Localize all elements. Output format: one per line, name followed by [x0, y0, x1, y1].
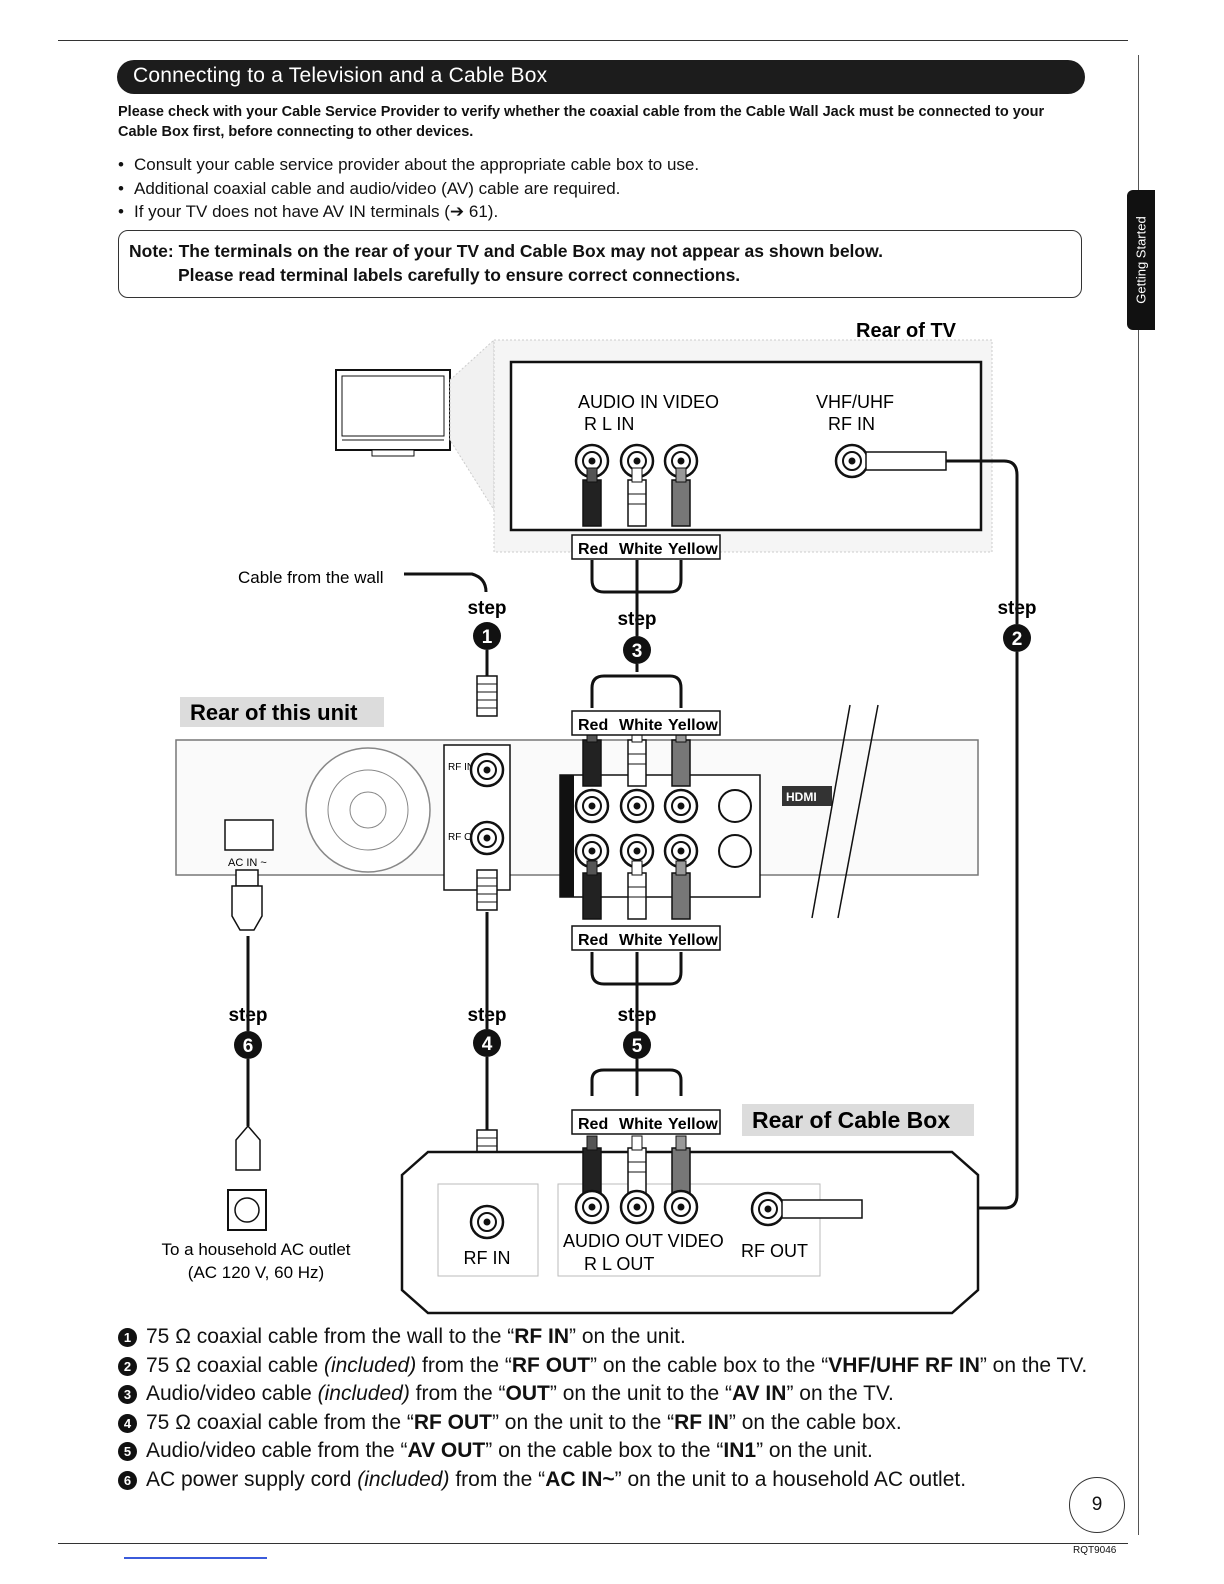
color-key-unit-in: [571, 925, 721, 951]
bullet-item: Consult your cable service provider abou…: [118, 153, 699, 177]
bullet-item: Additional coaxial cable and audio/video…: [118, 177, 699, 201]
cb-rf-out-jack: [750, 1191, 786, 1227]
ac-in-socket: [224, 819, 274, 851]
svg-text:Yellow: Yellow: [668, 932, 718, 949]
svg-text:RF OUT: RF OUT: [741, 1241, 808, 1261]
requirements-list: Consult your cable service provider abou…: [118, 153, 699, 224]
svg-text:HDMI: HDMI: [786, 790, 817, 804]
svg-text:1: 1: [482, 627, 493, 648]
ac-plug-icon: [235, 1124, 261, 1171]
svg-text:Red: Red: [578, 541, 608, 558]
cb-audio-l-jack: [619, 1189, 655, 1225]
cable-box-rear-panel: [400, 1150, 980, 1315]
rear-cable-box-label: Rear of Cable Box: [752, 1107, 950, 1133]
note-line-2: Please read terminal labels carefully to…: [178, 265, 741, 285]
margin-line: [1138, 55, 1139, 1535]
section-title: Connecting to a Television and a Cable B…: [133, 64, 548, 87]
svg-text:step: step: [467, 598, 506, 619]
svg-text:4: 4: [482, 1034, 493, 1055]
top-rule: [58, 40, 1128, 41]
svg-text:Yellow: Yellow: [668, 1116, 718, 1133]
hdmi-port: [782, 786, 832, 806]
unit-out-l-jack: [619, 788, 655, 824]
svg-text:White: White: [619, 541, 663, 558]
tv-rf-in-jack: [834, 443, 870, 479]
svg-text:3: 3: [632, 641, 643, 662]
page-number: 9: [1069, 1477, 1125, 1533]
connection-diagram: Rear of TV AUDIO IN VIDEO R L IN VHF/UHF…: [161, 320, 1037, 1315]
intro-text: Please check with your Cable Service Pro…: [118, 104, 1045, 140]
s-video-jack: [718, 789, 752, 823]
svg-text:White: White: [619, 932, 663, 949]
ac-outlet-line2: (AC 120 V, 60 Hz): [188, 1263, 324, 1282]
unit-rf-out-jack: [469, 820, 505, 856]
svg-text:5: 5: [632, 1036, 643, 1057]
svg-text:White: White: [619, 717, 663, 734]
svg-text:6: 6: [243, 1036, 254, 1057]
svg-text:Red: Red: [578, 717, 608, 734]
bullet-item: If your TV does not have AV IN terminals…: [118, 200, 699, 224]
cb-audio-r-jack: [574, 1189, 610, 1225]
svg-text:Yellow: Yellow: [668, 541, 718, 558]
svg-text:2: 2: [1012, 629, 1023, 650]
note-line-1: Note: The terminals on the rear of your …: [129, 241, 883, 261]
tv-audio-video-label: AUDIO IN VIDEO: [578, 392, 719, 412]
tv-vhf-uhf-label: VHF/UHF: [816, 392, 894, 412]
svg-text:Red: Red: [578, 932, 608, 949]
svg-text:RF OUT: RF OUT: [448, 832, 485, 843]
side-tab-getting-started[interactable]: Getting Started: [1127, 190, 1155, 330]
svg-text:RF IN: RF IN: [464, 1248, 511, 1268]
cable-from-wall-label: Cable from the wall: [238, 568, 384, 587]
section-header: Connecting to a Television and a Cable B…: [117, 60, 1085, 94]
note-box: Note: The terminals on the rear of your …: [118, 230, 1082, 298]
rear-tv-label: Rear of TV: [856, 320, 957, 342]
unit-out-video-jack: [663, 788, 699, 824]
unit-out-r-jack: [574, 788, 610, 824]
rear-unit-label: Rear of this unit: [190, 700, 358, 725]
svg-text:RF IN: RF IN: [448, 762, 474, 773]
svg-text:White: White: [619, 1116, 663, 1133]
cb-rf-in-jack: [469, 1204, 505, 1240]
ac-outlet-line1: To a household AC outlet: [161, 1240, 350, 1259]
tv-icon: [335, 369, 451, 457]
svg-text:R L OUT: R L OUT: [584, 1254, 654, 1274]
cb-video-out-jack: [663, 1189, 699, 1225]
bottom-rule: [58, 1543, 1128, 1544]
color-key-cable-box: [571, 1109, 721, 1135]
tv-rf-in-label: RF IN: [828, 414, 875, 434]
document-code: RQT9046: [1073, 1545, 1117, 1556]
fan-grille: [305, 747, 431, 873]
tv-rl-in-label: R L IN: [584, 414, 634, 434]
svg-text:Red: Red: [578, 1116, 608, 1133]
svg-text:AUDIO OUT VIDEO: AUDIO OUT VIDEO: [563, 1231, 724, 1251]
color-key-tv: [571, 534, 721, 560]
unit-rf-in-jack: [469, 752, 505, 788]
bottom-link-bar[interactable]: [124, 1557, 267, 1559]
svg-text:Yellow: Yellow: [668, 717, 718, 734]
svg-text:AC IN ~: AC IN ~: [228, 857, 267, 869]
color-key-unit-out: [571, 710, 721, 736]
rear-tv-panel: [509, 360, 983, 532]
